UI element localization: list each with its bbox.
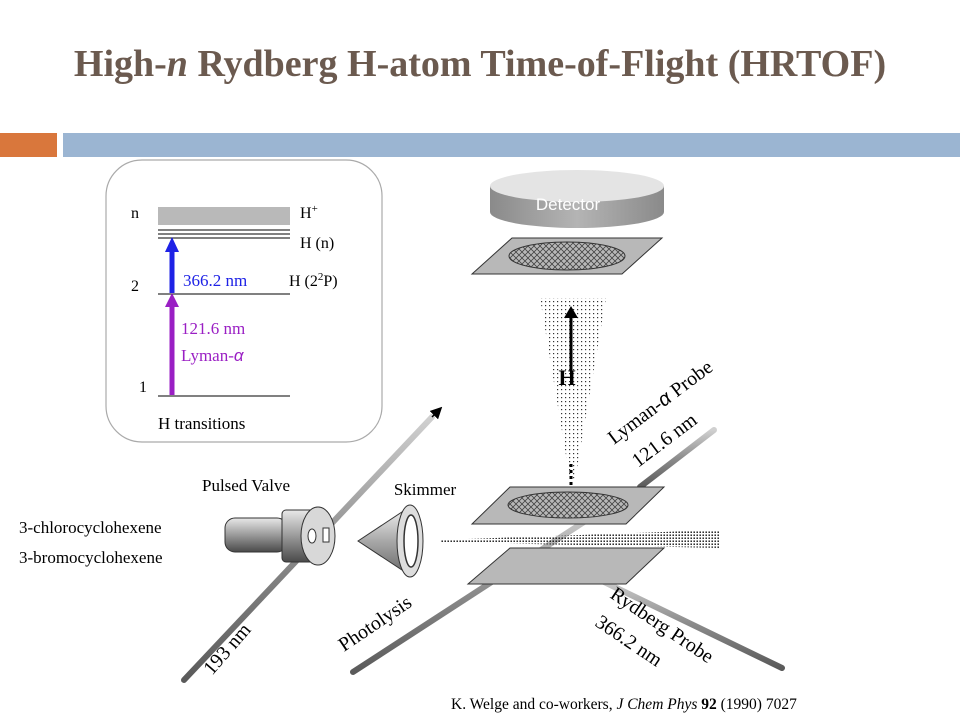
rydberg-arrowhead	[165, 237, 179, 252]
valve-body	[224, 517, 288, 553]
energy-level-diagram: n 2 1 H+ H (n) H (22P) 366.2 nm 121.6 nm…	[105, 159, 383, 443]
pulsed-valve	[224, 506, 336, 566]
continuum-band	[158, 207, 290, 225]
lyman-probe-rod	[637, 427, 717, 490]
label-h-n: H (n)	[300, 235, 334, 252]
accent-bar-blue	[63, 133, 960, 157]
detector: Detector	[490, 170, 664, 228]
inset-frame	[105, 159, 383, 443]
detector-top	[490, 170, 664, 202]
flight-cone	[540, 298, 606, 480]
skimmer-opening	[403, 514, 419, 568]
label-pulsed-valve: Pulsed Valve	[202, 476, 290, 495]
label-121-nm: 121.6 nm	[181, 319, 245, 338]
slide-title: High-n Rydberg H-atom Time-of-Flight (HR…	[73, 43, 887, 85]
label-level-1: 1	[139, 379, 147, 396]
valve-nozzle	[322, 527, 330, 543]
citation: K. Welge and co-workers, J Chem Phys 92 …	[451, 696, 797, 713]
h-atom-arrowhead	[564, 306, 578, 318]
label-193-nm: 193 nm	[199, 619, 256, 679]
label-level-2: 2	[131, 278, 139, 295]
repeller-mesh	[507, 491, 629, 519]
label-366-nm: 366.2 nm	[183, 271, 247, 290]
rydberg-probe-rod	[593, 575, 785, 671]
detector-label: Detector	[536, 195, 601, 214]
label-h-plus: H+	[300, 203, 318, 222]
molecular-beam	[440, 530, 720, 548]
label-molecule-bromo: 3-bromocyclohexene	[19, 548, 163, 567]
photolysis-193-arrow	[429, 406, 443, 420]
label-level-n: n	[131, 205, 139, 222]
lyman-alpha-arrowhead	[165, 293, 179, 307]
upper-grid-mesh	[508, 241, 626, 271]
h-atom-label: H	[558, 365, 575, 390]
label-molecule-chloro: 3-chlorocyclohexene	[19, 518, 162, 537]
valve-face	[300, 506, 336, 566]
label-photolysis: Photolysis	[334, 591, 416, 656]
lower-plate	[466, 547, 666, 585]
label-skimmer: Skimmer	[394, 480, 457, 499]
accent-bar-orange	[0, 133, 57, 157]
label-h-2p: H (22P)	[289, 271, 338, 290]
valve-orifice	[307, 528, 317, 544]
label-lyman-alpha: Lyman-α	[181, 346, 245, 365]
skimmer	[357, 504, 424, 578]
inset-caption: H transitions	[158, 414, 245, 433]
